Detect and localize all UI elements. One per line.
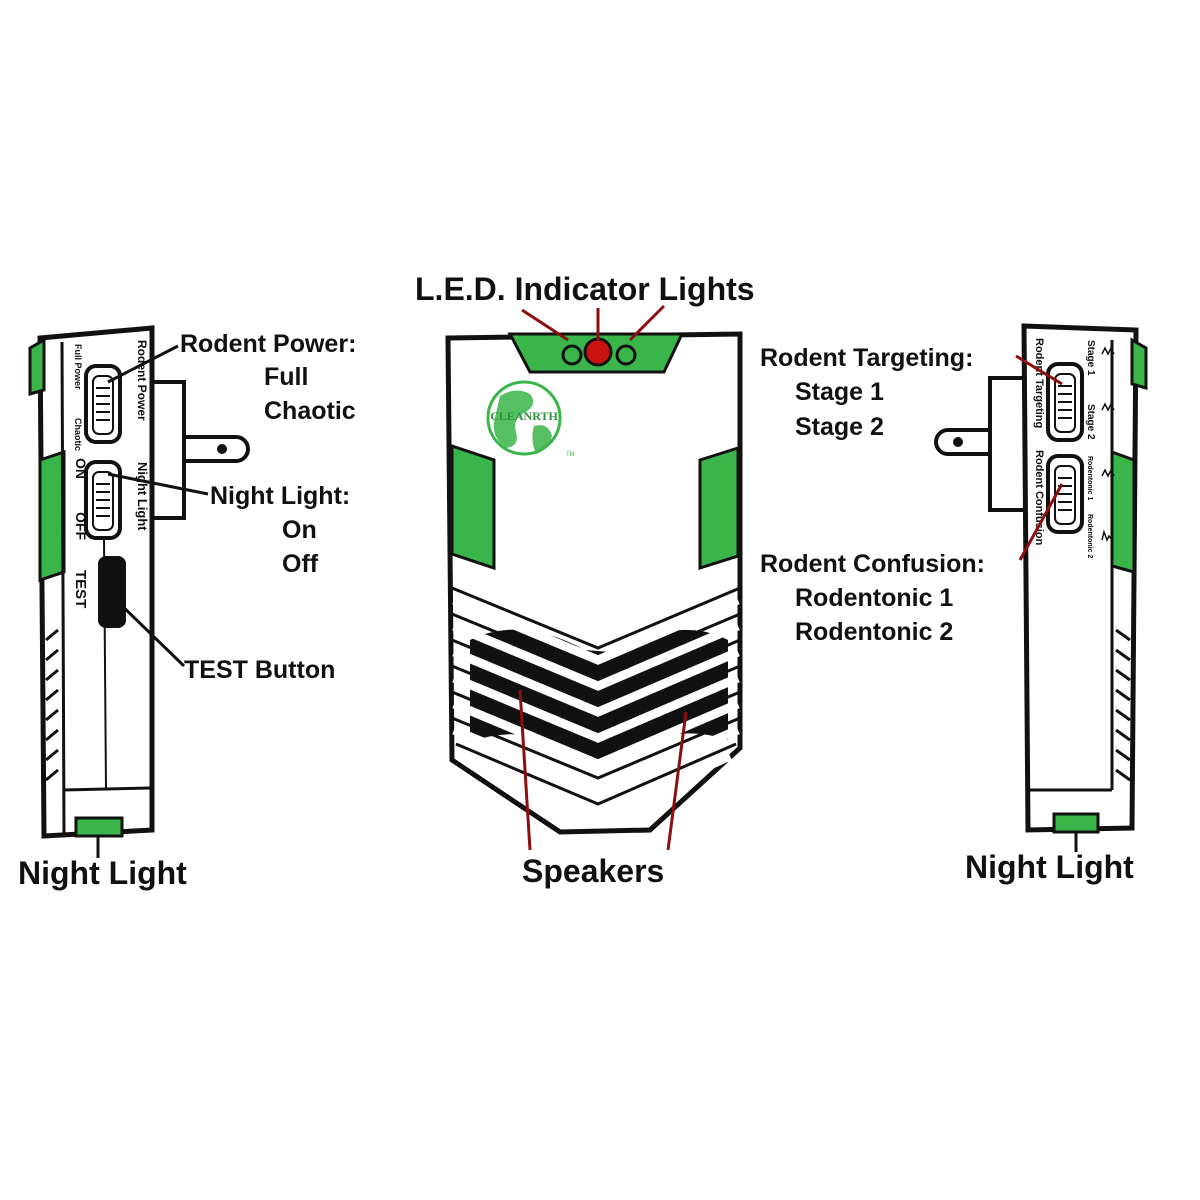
printed-rodent-power: Rodent Power — [135, 340, 149, 421]
right-unit-body — [1021, 323, 1139, 833]
left-green-strip-top — [28, 337, 46, 396]
label-led-indicator-lights: L.E.D. Indicator Lights — [415, 271, 755, 307]
test-button[interactable] — [98, 556, 126, 628]
left-green-strip-side — [38, 449, 66, 583]
led-left-icon — [561, 344, 583, 366]
label-rodent-confusion: Rodent Confusion: — [760, 550, 985, 578]
printed-on: ON — [73, 458, 89, 479]
led-right-icon — [615, 344, 637, 366]
right-green-strip-side — [1110, 449, 1136, 574]
waveform-icons — [1101, 346, 1115, 542]
option-rodentonic1: Rodentonic 1 — [795, 584, 953, 612]
label-left-night-light: Night Light — [18, 855, 187, 891]
option-off: Off — [282, 550, 319, 578]
left-unit-body — [37, 325, 155, 839]
option-full: Full — [264, 363, 308, 391]
right-unit: Rodent Targeting Rodent Confusion Stage … — [934, 323, 1148, 834]
right-green-strip-top — [1130, 337, 1148, 390]
left-plug-icon — [148, 380, 250, 520]
label-rodent-power: Rodent Power: — [180, 330, 356, 358]
center-green-window-left — [450, 443, 496, 571]
left-unit: Rodent Power Full Power Chaotic Night Li… — [28, 325, 250, 839]
right-plug-icon — [934, 376, 1028, 512]
label-night-light-switch: Night Light: — [210, 482, 350, 510]
label-speakers: Speakers — [522, 853, 664, 889]
printed-off: OFF — [73, 512, 89, 540]
printed-test: TEST — [72, 570, 89, 608]
led-center-icon — [583, 337, 613, 367]
rodent-targeting-switch[interactable] — [1046, 362, 1084, 442]
printed-full-power: Full Power — [73, 344, 83, 390]
option-stage2: Stage 2 — [795, 413, 884, 441]
printed-chaotic: Chaotic — [73, 418, 83, 451]
label-test-button: TEST Button — [184, 656, 335, 684]
left-night-light-lens — [74, 816, 124, 838]
printed-stage1: Stage 1 — [1085, 340, 1096, 376]
option-rodentonic2: Rodentonic 2 — [795, 618, 953, 646]
printed-night-light: Night Light — [135, 462, 150, 531]
center-callout-lines — [518, 304, 688, 851]
label-rodent-targeting: Rodent Targeting: — [760, 344, 973, 372]
svg-text:TM: TM — [566, 452, 575, 458]
option-chaotic: Chaotic — [264, 397, 356, 425]
speaker-grille — [451, 586, 741, 821]
left-callout-lines — [96, 344, 209, 858]
rodent-power-switch[interactable] — [84, 364, 122, 444]
cleanrth-logo: CLEANRTH TM — [486, 380, 575, 458]
center-green-window-right — [698, 445, 740, 571]
right-night-light-lens — [1052, 812, 1100, 834]
right-callout-lines — [1015, 354, 1078, 852]
option-on: On — [282, 516, 317, 544]
printed-stage2: Stage 2 — [1085, 404, 1096, 440]
printed-rodent-targeting: Rodent Targeting — [1033, 338, 1045, 428]
svg-text:CLEANRTH: CLEANRTH — [490, 409, 558, 423]
printed-rodentonic2: Rodentonic 2 — [1086, 514, 1093, 558]
label-right-night-light: Night Light — [965, 849, 1134, 885]
printed-rodentonic1: Rodentonic 1 — [1086, 456, 1093, 500]
left-hatching — [45, 628, 59, 782]
rodent-confusion-switch[interactable] — [1046, 454, 1084, 534]
right-hatching — [1115, 628, 1131, 782]
center-unit: CLEANRTH TM — [445, 331, 743, 835]
option-stage1: Stage 1 — [795, 378, 884, 406]
night-light-switch[interactable] — [84, 460, 122, 540]
